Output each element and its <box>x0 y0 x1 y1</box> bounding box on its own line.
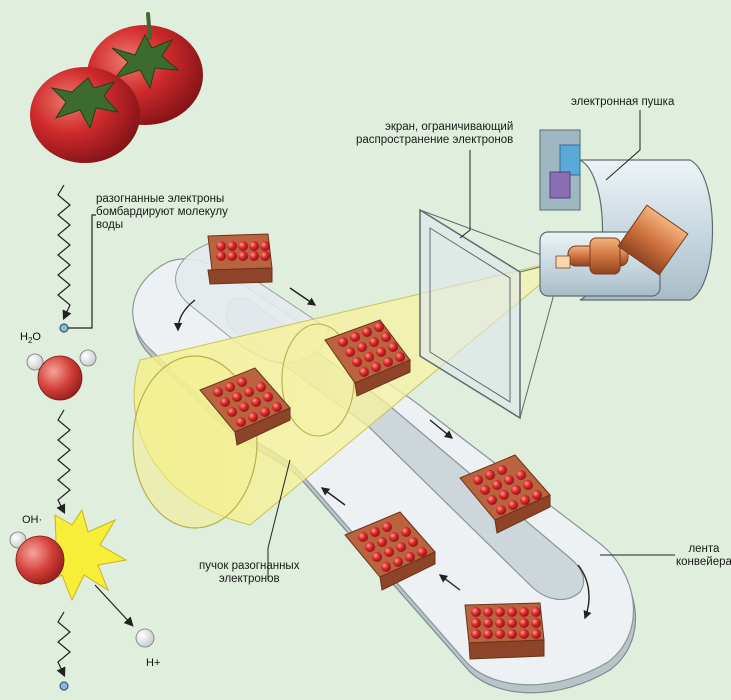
crate <box>344 511 436 591</box>
crate <box>199 367 291 446</box>
proton-icon <box>135 628 155 648</box>
tomato-icon <box>30 67 140 163</box>
zigzag-electron-path-icon <box>56 611 71 691</box>
hydroxyl-radical-icon <box>9 508 128 602</box>
crate <box>459 454 551 534</box>
leader-lines <box>267 110 675 580</box>
crate <box>464 602 545 660</box>
hydroxyl-formula: OH· <box>22 514 43 526</box>
shield-screen <box>419 208 561 420</box>
crate <box>207 233 273 285</box>
crate <box>324 319 411 397</box>
proton-path <box>94 584 134 627</box>
water-formula: H2O <box>20 331 41 346</box>
zigzag-electron-path-icon <box>56 409 71 515</box>
label-electrons-bombard: разогнанные электроны бомбардируют молек… <box>96 193 228 231</box>
label-screen: экран, ограничивающий распространение эл… <box>356 121 514 146</box>
zigzag-electron-path-icon <box>57 184 96 333</box>
water-molecule-icon <box>26 349 97 401</box>
label-belt: лента конвейера <box>676 543 731 568</box>
direction-arrows <box>173 287 592 620</box>
label-beam: пучок разогнанных электронов <box>199 560 300 585</box>
label-electron-gun: электронная пушка <box>571 96 675 108</box>
proton-formula: H+ <box>146 657 161 669</box>
rotation-arrow-icon <box>173 299 196 332</box>
rotation-arrow-icon <box>577 564 592 620</box>
electron-gun <box>539 129 714 301</box>
